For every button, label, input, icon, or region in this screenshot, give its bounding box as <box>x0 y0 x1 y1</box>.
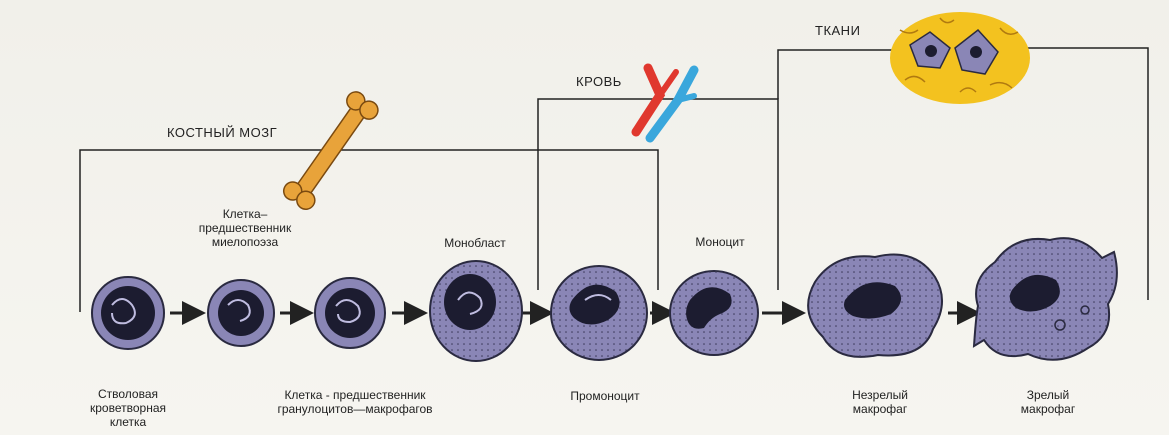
monocyte-cell <box>669 270 759 356</box>
monoblast-cell <box>429 260 523 362</box>
tissue-icon <box>890 12 1030 104</box>
bone-icon <box>282 91 379 210</box>
stem-cell <box>91 276 165 350</box>
myeloid-progenitor-cell <box>207 279 275 347</box>
stem-cell-label: Стволовая кроветворная клетка <box>90 387 166 429</box>
immature-macrophage-label: Незрелый макрофаг <box>852 388 908 416</box>
tissues-bracket <box>777 47 1149 300</box>
blood-vessels-icon <box>631 63 699 143</box>
bone-marrow-label: КОСТНЫЙ МОЗГ <box>167 125 278 140</box>
monocyte-label: Моноцит <box>695 235 745 249</box>
myeloid-progenitor-label: Клетка– предшественник миелопоэза <box>198 207 292 249</box>
promonocyte-label: Промоноцит <box>570 389 640 403</box>
bone-marrow-bracket <box>79 149 659 312</box>
monoblast-label: Монобласт <box>444 236 506 250</box>
gm-progenitor-label: Клетка - предшественник гранулоцитов—мак… <box>277 388 433 416</box>
blood-label: КРОВЬ <box>576 74 622 89</box>
tissues-label: ТКАНИ <box>815 23 861 38</box>
mature-macrophage-cell <box>972 237 1118 361</box>
gm-progenitor-cell <box>314 277 386 349</box>
immature-macrophage-cell <box>807 253 943 358</box>
mature-macrophage-label: Зрелый макрофаг <box>1020 388 1076 416</box>
promonocyte-cell <box>550 265 648 361</box>
